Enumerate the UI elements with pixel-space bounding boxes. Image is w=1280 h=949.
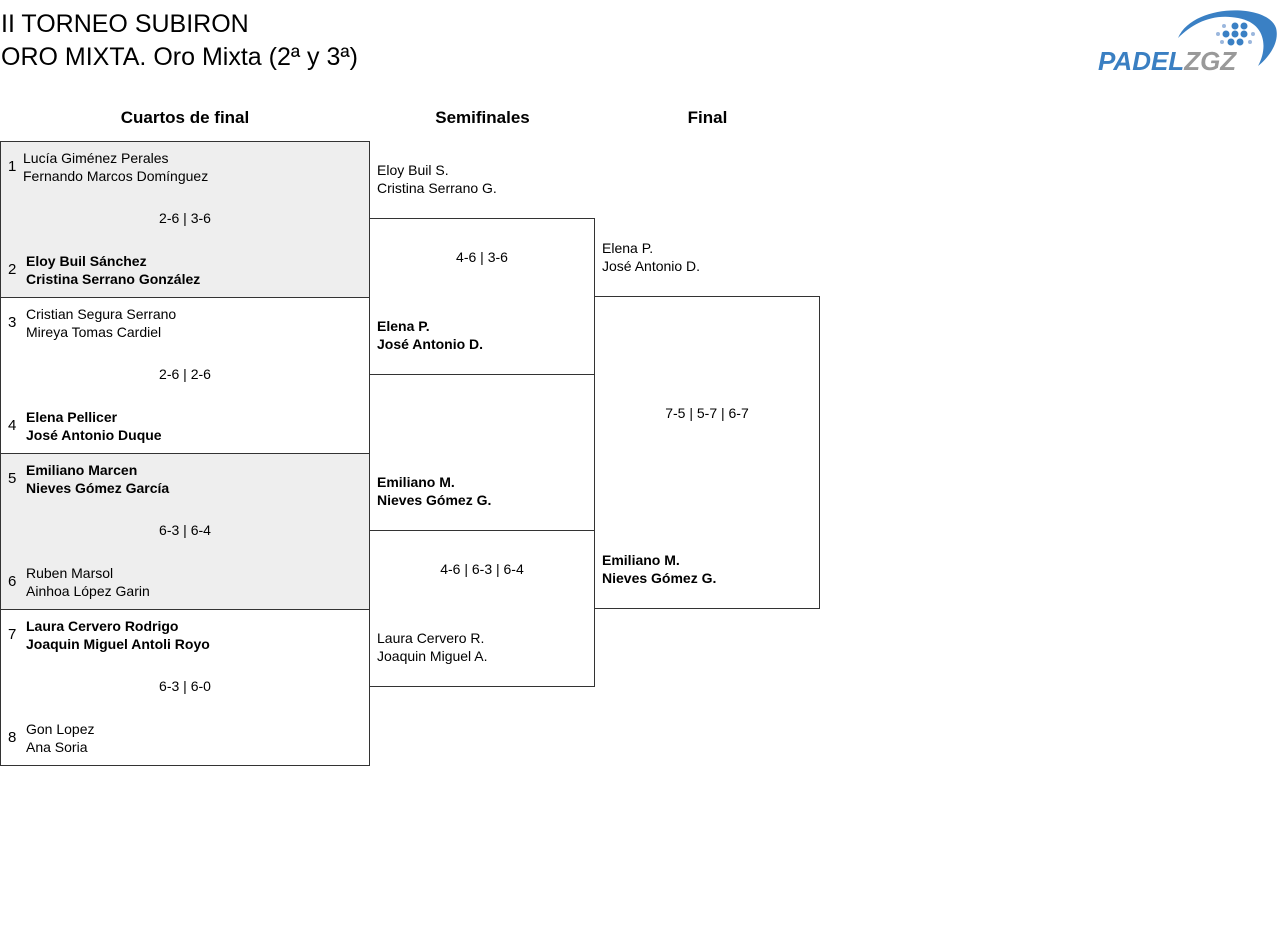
- round-header-semifinals: Semifinales: [435, 108, 530, 127]
- quarterfinal-4-score: 6-3 | 6-0: [159, 678, 211, 694]
- final-score: 7-5 | 5-7 | 6-7: [665, 405, 749, 421]
- seed-number: 2: [8, 261, 17, 278]
- seed-number: 7: [8, 626, 17, 643]
- padelzgz-logo: PADELZGZ: [1098, 10, 1277, 74]
- semifinal-2-score: 4-6 | 6-3 | 6-4: [440, 561, 524, 577]
- final-box: [594, 296, 820, 609]
- quarterfinal-4-box: [0, 609, 370, 766]
- quarterfinal-3-box: [0, 453, 370, 610]
- title-line-1: II TORNEO SUBIRON: [1, 10, 249, 38]
- semifinal-2-team-b: Laura Cervero R.Joaquin Miguel A.: [377, 630, 488, 664]
- seed-number: 5: [8, 470, 17, 487]
- seed-number: 8: [8, 729, 17, 746]
- quarterfinal-2-score: 2-6 | 2-6: [159, 366, 211, 382]
- title-line-2: ORO MIXTA. Oro Mixta (2ª y 3ª): [1, 43, 358, 71]
- seed-number: 4: [8, 417, 17, 434]
- semifinal-2-team-a: Emiliano M.Nieves Gómez G.: [377, 474, 492, 508]
- final-team-a: Elena P.José Antonio D.: [602, 240, 701, 274]
- seed-number: 6: [8, 573, 17, 590]
- round-header-final: Final: [687, 108, 728, 127]
- round-header-quarterfinals: Cuartos de final: [120, 108, 250, 127]
- svg-text:PADELZGZ: PADELZGZ: [1098, 46, 1237, 74]
- quarterfinal-1-score: 2-6 | 3-6: [159, 210, 211, 226]
- final-team-b: Emiliano M.Nieves Gómez G.: [602, 552, 717, 586]
- quarterfinal-1-box: [0, 141, 370, 298]
- seed-number: 3: [8, 314, 17, 331]
- page-title: II TORNEO SUBIRON ORO MIXTA. Oro Mixta (…: [1, 8, 358, 74]
- semifinal-1-team-a: Eloy Buil S.Cristina Serrano G.: [377, 162, 497, 196]
- semifinal-1-team-b: Elena P.José Antonio D.: [377, 318, 484, 352]
- quarterfinal-3-score: 6-3 | 6-4: [159, 522, 211, 538]
- seed-number: 1: [8, 158, 17, 175]
- semifinal-1-score: 4-6 | 3-6: [456, 249, 508, 265]
